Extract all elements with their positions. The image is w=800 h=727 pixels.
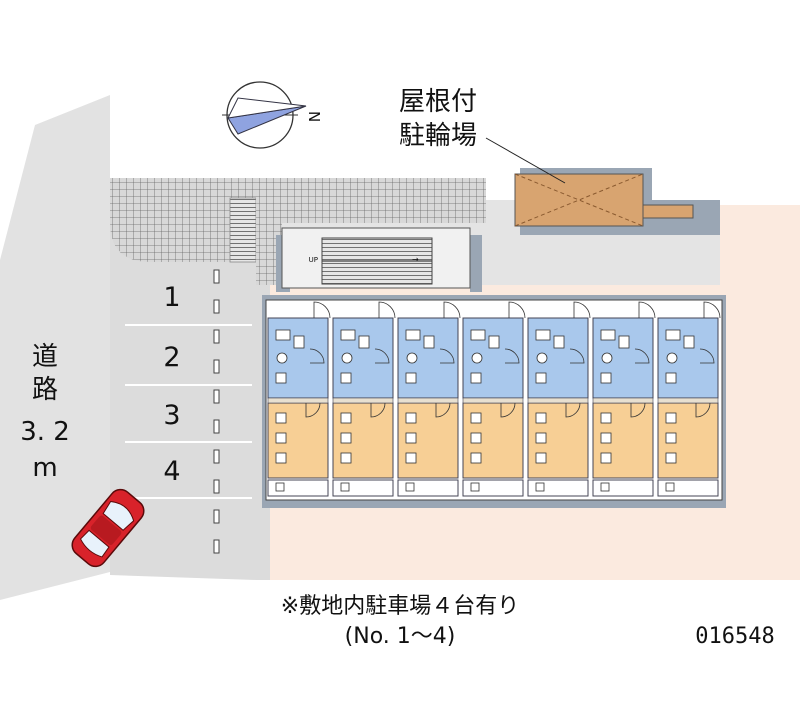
- bicycle-roof-cross-a: [514, 173, 644, 227]
- parking-note-line-1: ※敷地内駐車場４台有り: [281, 594, 519, 619]
- apartment-unit: [462, 301, 526, 497]
- apartment-unit: [657, 301, 721, 497]
- bicycle-parking-label-2: 駐輪場: [399, 121, 477, 151]
- parking-note-line-2: (No. 1～4): [345, 624, 456, 649]
- parking-lines: [125, 324, 252, 499]
- bicycle-roof-cross-b: [514, 173, 644, 227]
- stair-up-label: UP: [309, 256, 318, 264]
- tiled-paving: [110, 178, 256, 262]
- parking-slot-2: 2: [163, 342, 180, 373]
- parking-slot-1: 1: [163, 282, 180, 313]
- road-width-value: 3. 2: [20, 417, 70, 447]
- road-label-char-2: 路: [32, 375, 58, 405]
- bicycle-parking-label-1: 屋根付: [399, 87, 477, 117]
- curb-stops: [213, 269, 220, 554]
- bicycle-rack: [642, 204, 694, 219]
- apartment-unit: [397, 301, 461, 497]
- apartment-unit: [267, 301, 331, 497]
- road-area: [0, 95, 110, 600]
- property-code: 016548: [695, 624, 774, 649]
- apartment-units: [267, 301, 721, 497]
- car-icon: [71, 488, 145, 568]
- apartment-unit: [592, 301, 656, 497]
- compass-icon: [222, 81, 307, 149]
- road-label-char-1: 道: [32, 342, 58, 372]
- apartment-unit: [527, 301, 591, 497]
- stair-arrow: →: [412, 255, 419, 264]
- entrance-steps: [229, 197, 257, 263]
- parking-slot-4: 4: [163, 456, 180, 487]
- leader-line: [485, 137, 566, 184]
- compass-north-letter: N: [305, 111, 323, 122]
- tiled-walkway: [256, 178, 486, 223]
- apartment-unit: [332, 301, 396, 497]
- parking-slot-3: 3: [163, 400, 180, 431]
- road-width-unit: m: [32, 453, 57, 483]
